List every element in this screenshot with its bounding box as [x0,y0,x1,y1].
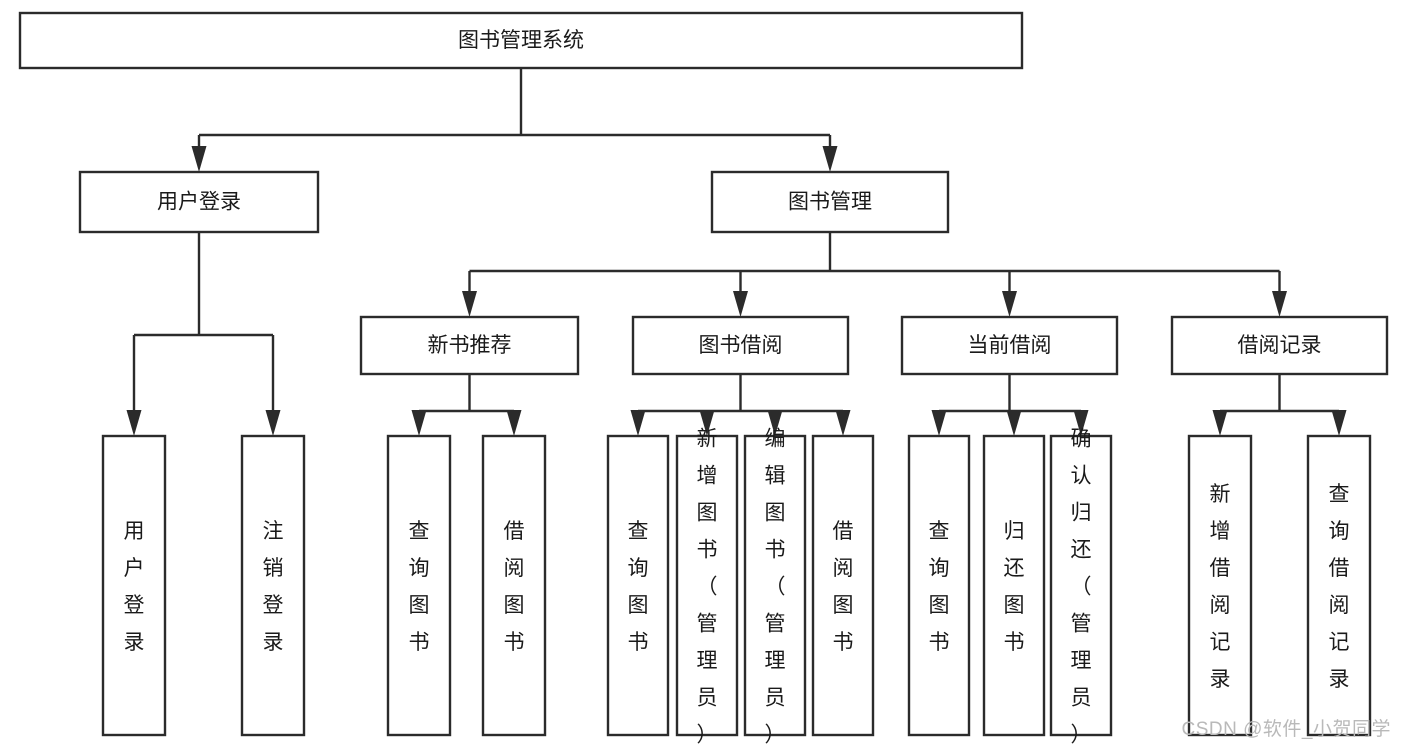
connector-layer [126,68,1347,436]
node-new-book-rec[interactable]: 新书推荐 [359,315,580,376]
node-box[interactable] [1049,434,1113,737]
node-leaf-logout[interactable]: 注销登录 [240,434,306,737]
node-box[interactable] [907,434,971,737]
node-box[interactable] [1306,434,1372,737]
arrow-head-icon [835,410,851,436]
node-label: 借阅记录 [1238,334,1322,357]
node-leaf-confirm-return[interactable]: 确认归还（管理员） [1049,428,1113,747]
arrow-head-icon [411,410,427,436]
arrow-head-icon [506,410,522,436]
node-leaf-query-book-3[interactable]: 查询图书 [907,434,971,737]
node-box[interactable] [240,434,306,737]
arrow-head-icon [1272,291,1287,317]
node-leaf-borrow-book-2[interactable]: 借阅图书 [811,434,875,737]
node-leaf-query-record[interactable]: 查询借阅记录 [1306,434,1372,737]
arrow-head-icon [1331,410,1347,436]
node-box[interactable] [811,434,875,737]
node-box[interactable] [982,434,1046,737]
node-box[interactable] [18,11,1024,70]
arrow-head-icon [699,410,715,436]
node-box[interactable] [1187,434,1253,737]
node-leaf-query-book-2[interactable]: 查询图书 [606,434,670,737]
node-label: 当前借阅 [968,334,1052,357]
node-layer: 图书管理系统用户登录图书管理新书推荐图书借阅当前借阅借阅记录用户登录注销登录查询… [18,11,1389,747]
node-label: 查询图书 [929,520,950,654]
node-leaf-add-book[interactable]: 新增图书（管理员） [675,428,739,747]
node-book-borrow[interactable]: 图书借阅 [631,315,850,376]
arrow-head-icon [126,410,142,436]
arrow-head-icon [630,410,646,436]
node-label: 图书借阅 [699,334,783,357]
node-label: 借阅图书 [833,520,854,654]
node-leaf-edit-book[interactable]: 编辑图书（管理员） [743,428,807,747]
arrow-head-icon [1006,410,1022,436]
node-label: 查询借阅记录 [1329,483,1350,691]
node-label: 注销登录 [263,520,284,654]
arrow-head-icon [191,146,207,172]
node-current-borrow[interactable]: 当前借阅 [900,315,1119,376]
arrow-head-icon [733,291,748,317]
node-leaf-query-book-1[interactable]: 查询图书 [386,434,452,737]
node-label: 用户登录 [124,520,145,654]
node-box[interactable] [900,315,1119,376]
node-label: 借阅图书 [504,520,525,654]
node-box[interactable] [359,315,580,376]
node-label: 新增图书（管理员） [697,428,718,747]
node-box[interactable] [743,434,807,737]
node-box[interactable] [101,434,167,737]
node-box[interactable] [481,434,547,737]
node-leaf-user-login[interactable]: 用户登录 [101,434,167,737]
arrow-head-icon [1073,410,1089,436]
node-label: 新书推荐 [428,334,512,357]
node-box[interactable] [710,170,950,234]
node-leaf-return-book[interactable]: 归还图书 [982,434,1046,737]
node-box[interactable] [631,315,850,376]
arrow-head-icon [1212,410,1228,436]
node-box[interactable] [606,434,670,737]
arrow-head-icon [1002,291,1017,317]
node-label: 确认归还（管理员） [1071,428,1092,747]
arrow-head-icon [767,410,783,436]
node-borrow-record[interactable]: 借阅记录 [1170,315,1389,376]
node-book-manage[interactable]: 图书管理 [710,170,950,234]
node-user-login[interactable]: 用户登录 [78,170,320,234]
node-box[interactable] [1170,315,1389,376]
arrow-head-icon [462,291,477,317]
node-label: 归还图书 [1004,520,1025,654]
node-label: 查询图书 [409,520,430,654]
node-label: 图书管理 [788,191,872,214]
arrow-head-icon [265,410,281,436]
arrow-head-icon [931,410,947,436]
node-label: 新增借阅记录 [1210,483,1231,691]
node-label: 编辑图书（管理员） [765,428,786,747]
node-label: 查询图书 [628,520,649,654]
node-box[interactable] [78,170,320,234]
node-box[interactable] [386,434,452,737]
csdn-watermark: CSDN @软件_小贺同学 [1181,719,1391,740]
node-label: 图书管理系统 [458,29,584,52]
node-box[interactable] [675,434,739,737]
node-label: 用户登录 [157,191,241,214]
node-leaf-borrow-book-1[interactable]: 借阅图书 [481,434,547,737]
node-leaf-add-record[interactable]: 新增借阅记录 [1187,434,1253,737]
arrow-head-icon [822,146,838,172]
node-root[interactable]: 图书管理系统 [18,11,1024,70]
